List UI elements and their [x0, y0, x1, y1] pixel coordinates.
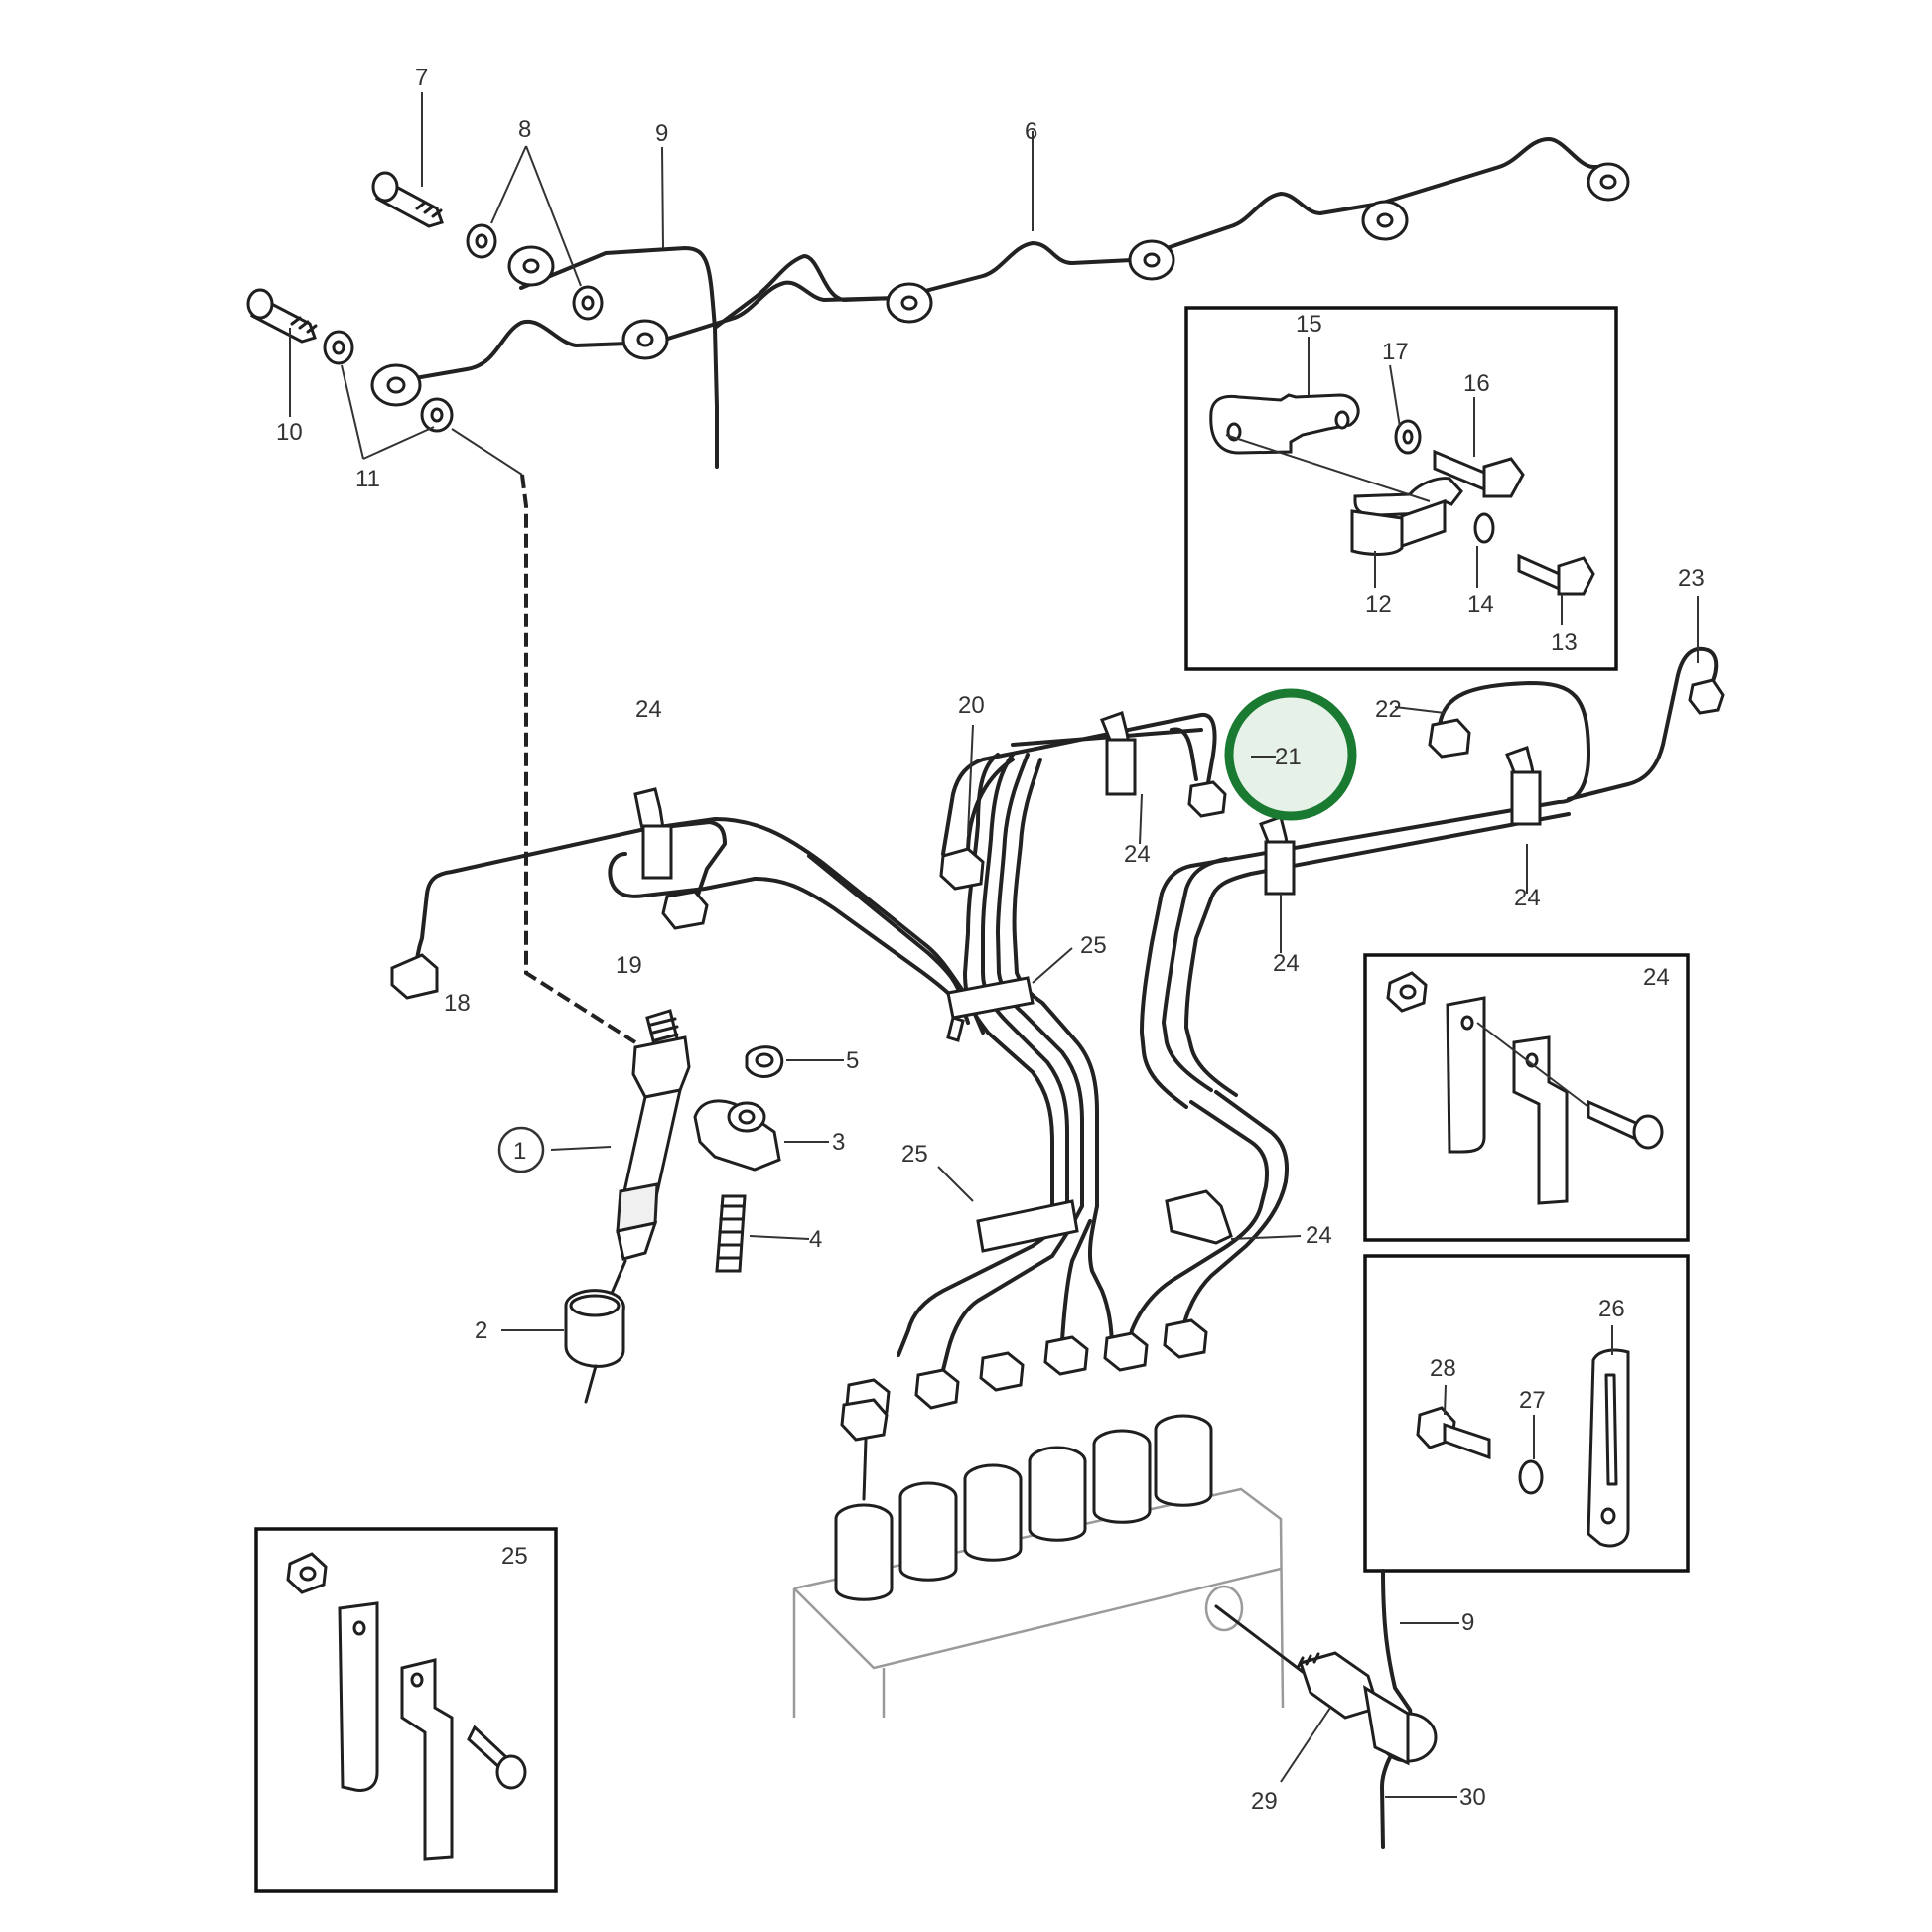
callout-9-bottom: 9 [1461, 1609, 1474, 1636]
callout-24-e: 24 [1306, 1222, 1332, 1249]
callout-17: 17 [1382, 339, 1409, 365]
banjo-bolts-7-10 [246, 171, 444, 344]
injection-pump [792, 1398, 1312, 1718]
injector-1: 1 [497, 1009, 691, 1298]
callout-10: 10 [276, 419, 303, 446]
callout-20: 20 [958, 692, 985, 719]
callout-16: 16 [1463, 370, 1490, 397]
inset-clamp-12-17: 15 17 16 12 14 13 [1184, 306, 1618, 671]
callout-24-d: 24 [1273, 950, 1300, 977]
callout-7: 7 [415, 65, 428, 91]
assembly-dashed-line [520, 474, 637, 1044]
callout-25-b: 25 [901, 1141, 928, 1168]
fuel-inlet-29-30: 9 29 30 [1251, 1569, 1486, 1849]
callout-5: 5 [846, 1047, 859, 1074]
callout-25-inset: 25 [501, 1543, 528, 1570]
callout-24-b: 24 [1124, 841, 1151, 868]
callout-23: 23 [1678, 565, 1705, 592]
inset-clamp-24: 24 [1363, 953, 1690, 1242]
clamps-24-25-center [946, 711, 1542, 1253]
callout-15: 15 [1296, 311, 1322, 338]
callout-1: 1 [513, 1138, 526, 1165]
callout-12: 12 [1365, 591, 1392, 618]
top-leaders [289, 92, 1034, 476]
injector-pipe-nuts-left [390, 890, 709, 1000]
leak-off-pipe-6 [390, 137, 1620, 469]
callout-9-top: 9 [655, 120, 668, 147]
callout-19: 19 [616, 952, 642, 979]
seal-2: 2 [475, 1289, 625, 1404]
callout-18: 18 [444, 990, 471, 1017]
callout-30: 30 [1459, 1784, 1486, 1811]
washers-8-11 [323, 223, 604, 433]
nut-5: 5 [745, 1045, 859, 1078]
callout-29: 29 [1251, 1788, 1278, 1815]
callout-24-inset: 24 [1643, 964, 1670, 991]
stud-4: 4 [715, 1194, 822, 1273]
callout-26: 26 [1598, 1296, 1625, 1322]
inset-clamp-25: 25 [254, 1527, 558, 1893]
callout-24-c: 24 [1514, 885, 1541, 911]
callout-4: 4 [809, 1226, 822, 1253]
injector-pipes-18-19 [414, 817, 985, 1035]
pump-outlet-nuts [840, 1398, 889, 1501]
callout-22: 22 [1375, 696, 1402, 723]
callout-13: 13 [1551, 629, 1578, 656]
clamp-24-left [633, 787, 673, 880]
callout-3: 3 [832, 1129, 845, 1156]
pump-elements [834, 1414, 1213, 1601]
banjo-fittings [370, 162, 1630, 407]
callout-2: 2 [475, 1317, 487, 1344]
pipe-bundle-center [897, 646, 1719, 1372]
highlight-callout-21[interactable]: 21 [1224, 688, 1357, 821]
pipe-nuts-center [845, 678, 1725, 1420]
callout-28: 28 [1430, 1355, 1456, 1382]
callout-21: 21 [1275, 744, 1302, 770]
callout-27: 27 [1519, 1387, 1546, 1414]
callout-8: 8 [518, 116, 531, 143]
callout-25-a: 25 [1080, 932, 1107, 959]
inset-bracket-26-28: 28 27 26 [1363, 1254, 1690, 1573]
center-callouts: 24 20 22 23 24 24 24 25 25 24 18 19 [444, 565, 1705, 1249]
callout-14: 14 [1467, 591, 1494, 618]
top-callouts: 7 8 9 6 10 11 [276, 65, 1037, 492]
callout-6: 6 [1025, 118, 1037, 145]
highlight-ring [1224, 688, 1357, 821]
callout-11: 11 [355, 466, 380, 492]
center-leaders [937, 596, 1699, 1240]
clamp-3: 3 [693, 1099, 845, 1172]
callout-24-a: 24 [635, 696, 662, 723]
